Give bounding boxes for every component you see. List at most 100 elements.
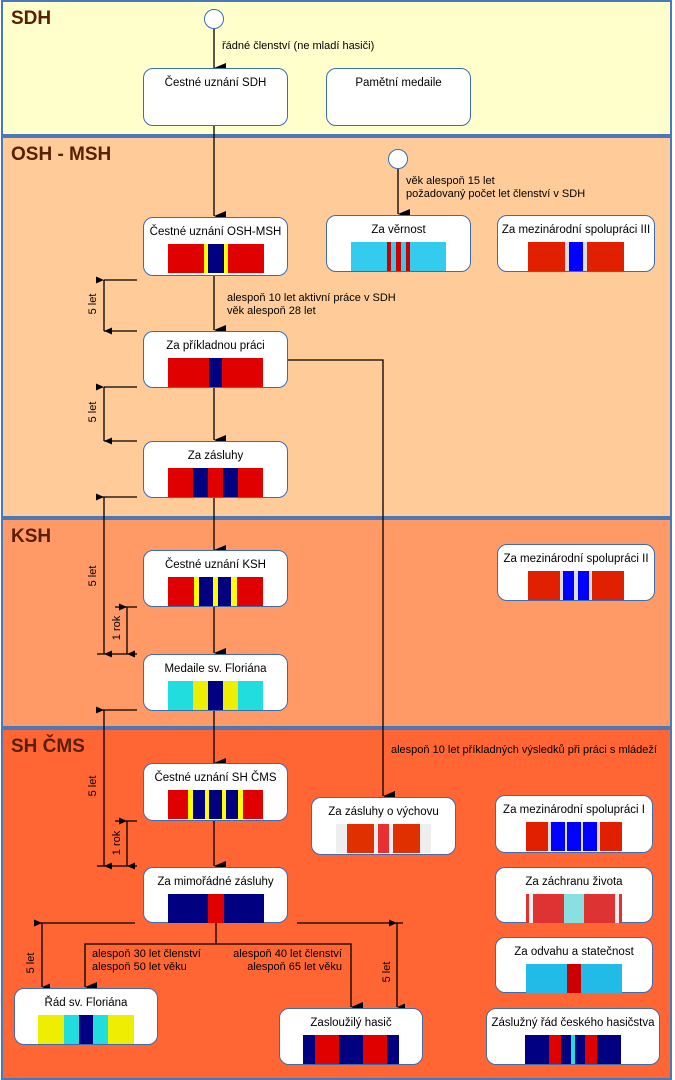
- ribbon-stripe: [586, 242, 624, 271]
- ribbon-stripe: [167, 577, 195, 606]
- ribbon-stripe: [526, 964, 568, 993]
- ribbon-stripe: [570, 1035, 576, 1064]
- ribbon-stripe: [192, 468, 208, 497]
- award-za-vernost[interactable]: Za věrnost: [326, 215, 471, 272]
- award-label: Za mimořádné zásluhy: [157, 876, 274, 888]
- ribbon-stripe: [223, 894, 264, 923]
- ribbon-stripe: [563, 571, 575, 600]
- ribbon-stripe: [205, 790, 210, 819]
- award-label: Řád sv. Floriána: [44, 997, 128, 1009]
- ribbon-stripe: [218, 577, 232, 606]
- award-rad-sv-floriana[interactable]: Řád sv. Floriána: [14, 988, 158, 1045]
- award-label: Čestné uznání SH ČMS: [154, 772, 277, 784]
- ribbon-stripe: [577, 571, 589, 600]
- ribbon-stripe: [350, 242, 387, 271]
- ribbon-stripe: [236, 577, 264, 606]
- start-node-sdh: [204, 9, 224, 29]
- ribbon-stripe: [419, 824, 432, 853]
- award-label: Za věrnost: [371, 224, 426, 236]
- ribbon-bar: [350, 242, 447, 271]
- award-za-mezinarodni-spolupraci-ii[interactable]: Za mezinárodní spolupráci II: [497, 544, 655, 601]
- note-65-let-veku: alespoň 65 let věku: [247, 961, 342, 973]
- ribbon-stripe: [619, 894, 622, 923]
- award-medaile-sv-floriana[interactable]: Medaile sv. Floriána: [143, 654, 288, 711]
- interval-label-1y-2: 1 rok: [111, 830, 123, 856]
- award-za-zasluhy[interactable]: Za zásluhy: [143, 441, 288, 498]
- note-30-let-clenstvi: alespoň 30 let členství: [92, 948, 201, 960]
- award-label: Za mezinárodní spolupráci II: [503, 553, 649, 565]
- ribbon-stripe: [207, 244, 224, 273]
- ribbon-stripe: [564, 822, 568, 851]
- award-za-mezinarodni-spolupraci-i[interactable]: Za mezinárodní spolupráci I: [495, 795, 653, 853]
- ribbon-stripe: [614, 894, 620, 923]
- ribbon-bar: [525, 1035, 621, 1064]
- award-cestne-uznani-sdh[interactable]: Čestné uznání SDH: [143, 68, 288, 126]
- interval-label-5y-6: 5 let: [381, 961, 393, 983]
- award-label: Čestné uznání SDH: [164, 77, 267, 89]
- ribbon-bar: [38, 1015, 134, 1044]
- award-za-mimoradne-zasluhy[interactable]: Za mimořádné zásluhy: [143, 867, 288, 923]
- interval-label-5y-5: 5 let: [25, 952, 37, 974]
- ribbon-stripe: [208, 358, 223, 387]
- ribbon-stripe: [564, 894, 584, 923]
- ribbon-stripe: [194, 577, 200, 606]
- ribbon-stripe: [528, 571, 560, 600]
- award-za-mezinarodni-spolupraci-iii[interactable]: Za mezinárodní spolupráci III: [497, 215, 655, 272]
- ribbon-stripe: [391, 242, 397, 271]
- start-node-vernost: [388, 149, 408, 169]
- ribbon-stripe: [575, 1035, 586, 1064]
- ribbon-stripe: [188, 790, 193, 819]
- ribbon-stripe: [93, 1015, 109, 1044]
- ribbon-stripe: [38, 1015, 64, 1044]
- ribbon-stripe: [238, 468, 264, 497]
- ribbon-stripe: [223, 468, 239, 497]
- ribbon-bar: [526, 822, 622, 851]
- award-cestne-uznani-sh-cms[interactable]: Čestné uznání SH ČMS: [143, 763, 288, 821]
- ribbon-bar: [526, 964, 622, 993]
- ribbon-bar: [528, 242, 624, 271]
- award-za-zasluhy-o-vychovu[interactable]: Za zásluhy o výchovu: [311, 797, 456, 855]
- ribbon-stripe: [560, 1035, 571, 1064]
- ribbon-stripe: [238, 790, 243, 819]
- ribbon-stripe: [199, 577, 213, 606]
- award-cestne-uznani-osh-msh[interactable]: Čestné uznání OSH-MSH: [143, 217, 288, 276]
- ribbon-stripe: [585, 1035, 598, 1064]
- ribbon-stripe: [167, 244, 204, 273]
- ribbon-bar: [526, 894, 622, 923]
- ribbon-stripe: [212, 577, 219, 606]
- flow-prikladnou-to-vychovu: [288, 359, 395, 801]
- ribbon-bar: [167, 244, 264, 273]
- interval-label-5y-2: 5 let: [87, 401, 99, 423]
- ribbon-stripe: [526, 894, 529, 923]
- note-pocet-let: požadovaný počet let členství v SDH: [406, 188, 586, 200]
- ribbon-stripe: [583, 242, 587, 271]
- ribbon-stripe: [227, 244, 264, 273]
- section-osh-msh: OSH - MSH: [1, 136, 672, 518]
- ribbon-stripe: [583, 822, 597, 851]
- ribbon-stripe: [237, 681, 264, 710]
- ribbon-stripe: [580, 964, 622, 993]
- award-zasluzily-hasic[interactable]: Zasloužilý hasič: [279, 1008, 423, 1065]
- award-za-zachranu-zivota[interactable]: Za záchranu života: [495, 867, 653, 923]
- ribbon-bar: [167, 790, 264, 819]
- ribbon-bar: [167, 577, 264, 606]
- award-zasluzny-rad-ceskeho-hasicstva[interactable]: Záslužný řád českého hasičstva: [486, 1008, 660, 1065]
- award-label: Za zásluhy o výchovu: [328, 806, 439, 818]
- section-title-sdh: SDH: [11, 8, 52, 29]
- ribbon-stripe: [209, 790, 222, 819]
- award-za-prikladnou-praci[interactable]: Za příkladnou práci: [143, 331, 288, 388]
- award-pametni-medaile[interactable]: Pamětní medaile: [326, 68, 471, 126]
- ribbon-stripe: [559, 571, 564, 600]
- ribbon-stripe: [400, 242, 406, 271]
- award-label: Za zásluhy: [187, 450, 244, 462]
- award-cestne-uznani-ksh[interactable]: Čestné uznání KSH: [143, 550, 288, 607]
- ribbon-stripe: [223, 244, 228, 273]
- ribbon-stripe: [565, 242, 569, 271]
- ribbon-stripe: [393, 824, 420, 853]
- award-za-odvahu-a-statecnost[interactable]: Za odvahu a statečnost: [495, 937, 653, 993]
- award-label: Čestné uznání OSH-MSH: [149, 226, 282, 238]
- award-label: Za odvahu a statečnost: [514, 946, 634, 958]
- ribbon-stripe: [410, 242, 447, 271]
